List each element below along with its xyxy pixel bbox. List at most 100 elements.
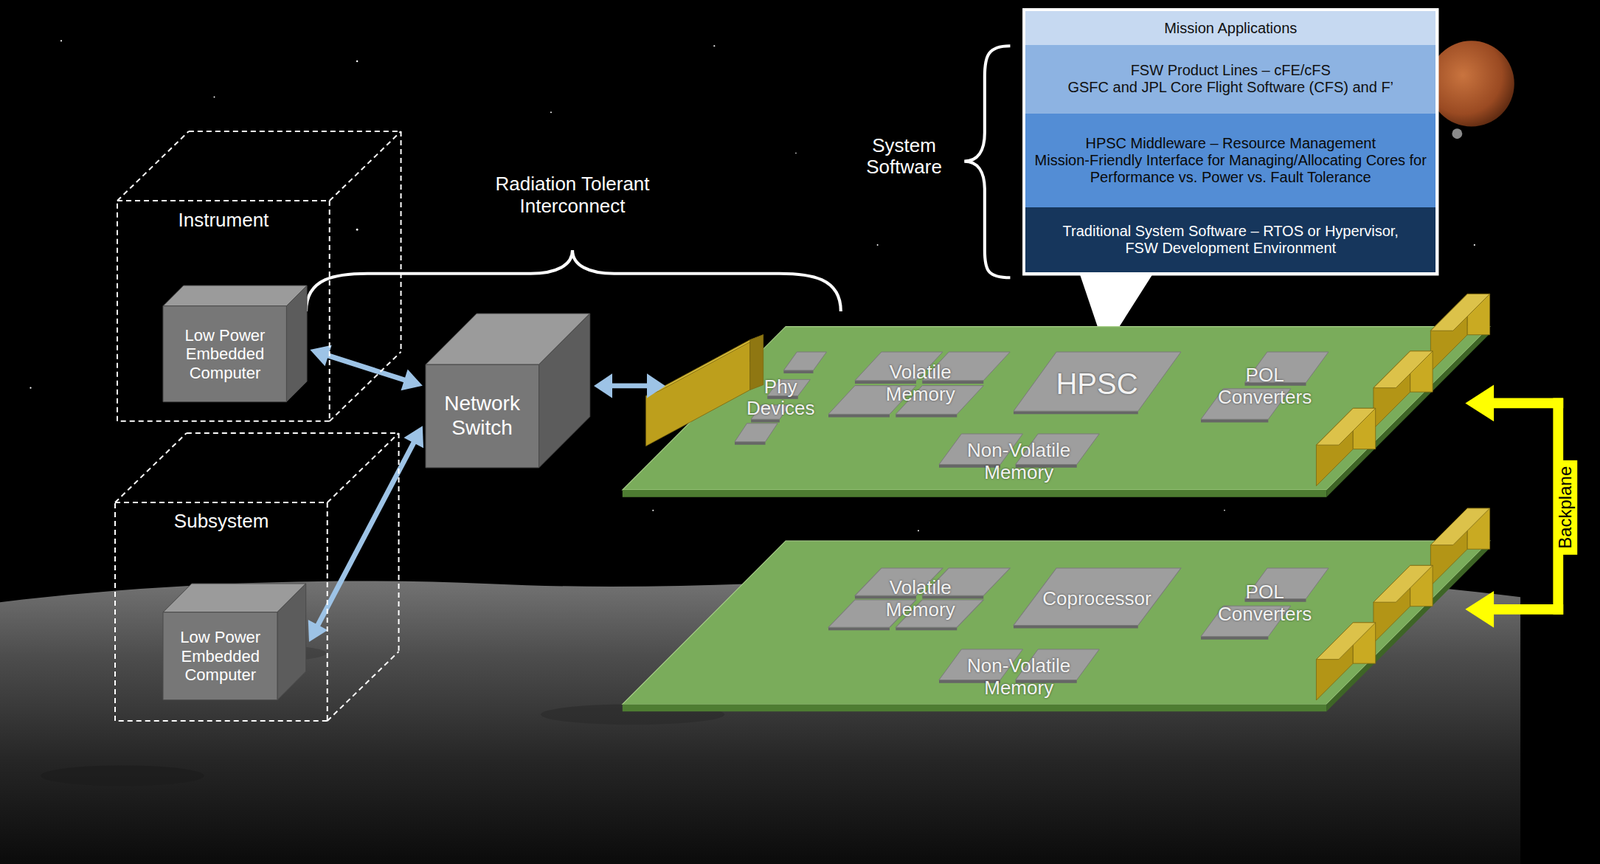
software-stack-frame (1022, 8, 1439, 276)
node-text: Low Power Embedded Computer (167, 326, 282, 383)
connector-face (1373, 351, 1433, 389)
software-layer: Mission Applications (1025, 11, 1436, 45)
connector-face (1430, 508, 1490, 546)
chip-edge (783, 370, 813, 374)
arrow-head (400, 369, 422, 391)
star (652, 509, 654, 512)
power-chips: POL Converters (1200, 351, 1329, 422)
backplane-arm (1490, 398, 1564, 409)
dashed-edge (329, 131, 402, 201)
node-text: Non-Volatile Memory (956, 439, 1082, 484)
node-text-area: HPSC Middleware – Resource ManagementMis… (1025, 113, 1436, 208)
connector-face (1373, 565, 1433, 602)
embedded-computer: Low Power Embedded Computer (163, 285, 307, 403)
node-text-area: Instrument (117, 209, 330, 232)
node-text-area: Traditional System Software – RTOS or Hy… (1025, 207, 1436, 273)
node-text-area: Non-Volatile Memory (939, 433, 1100, 490)
processor-chip: HPSC (1013, 351, 1182, 416)
instrument-enclosure: InstrumentLow Power Embedded Computer (117, 131, 402, 422)
node-text: Low Power Embedded Computer (167, 627, 273, 684)
node-text: Volatile Memory (868, 576, 973, 622)
dashed-edge (400, 131, 403, 352)
arrow-head (646, 373, 666, 398)
software-layer: Traditional System Software – RTOS or Hy… (1025, 207, 1436, 273)
dashed-edge (115, 719, 328, 722)
arrow-head (593, 373, 613, 398)
chip-edge (1200, 419, 1269, 423)
board-connector (750, 334, 764, 391)
arrow-head (308, 619, 329, 642)
connector-face (1315, 622, 1376, 660)
star (60, 39, 62, 42)
backplane-connector (1315, 293, 1490, 486)
board-link-arrow (593, 373, 666, 398)
node-text-area: Non-Volatile Memory (939, 649, 1100, 706)
node-text: HPSC (1055, 366, 1138, 401)
node-text-area: POL Converters (1200, 351, 1329, 422)
star (356, 60, 358, 62)
node-text: Instrument (178, 209, 270, 232)
chip-package (1013, 351, 1182, 411)
chip-edge (828, 627, 890, 631)
phy-chips: Phy Devices (734, 351, 827, 444)
node-text: HPSC Middleware – Resource Management (1085, 134, 1376, 152)
chip-edge (896, 414, 958, 418)
dashed-edge (329, 351, 402, 422)
backplane-arm (1490, 604, 1564, 615)
node-text: POL Converters (1209, 581, 1321, 626)
software-layer: HPSC Middleware – Resource ManagementMis… (1025, 113, 1436, 208)
arrow-head (1465, 590, 1494, 628)
dashed-edge (186, 432, 400, 434)
circuit-board (622, 326, 1491, 490)
star (713, 44, 715, 47)
node-text: GSFC and JPL Core Flight Software (CFS) … (1067, 78, 1394, 96)
node-text-area: Low Power Embedded Computer (163, 306, 287, 403)
annotation-label: Backplane (1553, 459, 1578, 554)
node-outline (425, 313, 591, 468)
node-text: Network Switch (430, 391, 535, 439)
node-text: Mission-Friendly Interface for Managing/… (1032, 151, 1429, 186)
node-text: FSW Development Environment (1124, 239, 1336, 257)
node-text-area: Subsystem (115, 510, 328, 533)
star (917, 529, 920, 532)
memory-chips: Volatile Memory (828, 351, 1013, 416)
star (1473, 244, 1476, 246)
connector-face (1430, 293, 1490, 331)
cube-side (538, 313, 590, 468)
arrow-head (403, 425, 424, 448)
arrow-head (309, 345, 332, 367)
star (877, 244, 879, 246)
embedded-computer: Low Power Embedded Computer (163, 583, 307, 701)
annotation-label: Radiation Tolerant Interconnect (470, 173, 675, 218)
node-text-area: Volatile Memory (828, 568, 1013, 630)
node-text: Volatile Memory (868, 361, 973, 406)
node-text-area: HPSC (1013, 351, 1182, 416)
dashed-edge (328, 200, 331, 422)
chip-package (1013, 568, 1182, 625)
dashed-edge (114, 502, 116, 721)
node-text-area: Network Switch (425, 364, 540, 468)
coprocessor-chip: Coprocessor (1013, 568, 1182, 630)
board-edge (622, 489, 1327, 498)
node-text-area: FSW Product Lines – cFE/cFSGSFC and JPL … (1025, 44, 1436, 114)
mars-planet (1428, 40, 1515, 127)
chip-edge (1200, 636, 1269, 640)
backplane-arrow (1465, 385, 1564, 628)
dashed-edge (117, 199, 330, 202)
memory-chips: Volatile Memory (828, 568, 1013, 630)
node-text: FSW Product Lines – cFE/cFS (1130, 61, 1331, 79)
chip-edge (828, 414, 890, 418)
star (550, 111, 552, 113)
network-switch: Network Switch (425, 313, 591, 468)
star (1223, 509, 1226, 512)
backplane-connector (1315, 508, 1490, 701)
cube-front (163, 306, 287, 403)
annotation-label: System Software (848, 134, 961, 180)
node-text-area: POL Converters (1200, 568, 1329, 639)
board-connector (646, 340, 751, 447)
software-brace (964, 45, 1010, 278)
connector-arrow (309, 345, 422, 391)
chip-edge (896, 627, 958, 631)
star (356, 228, 359, 231)
